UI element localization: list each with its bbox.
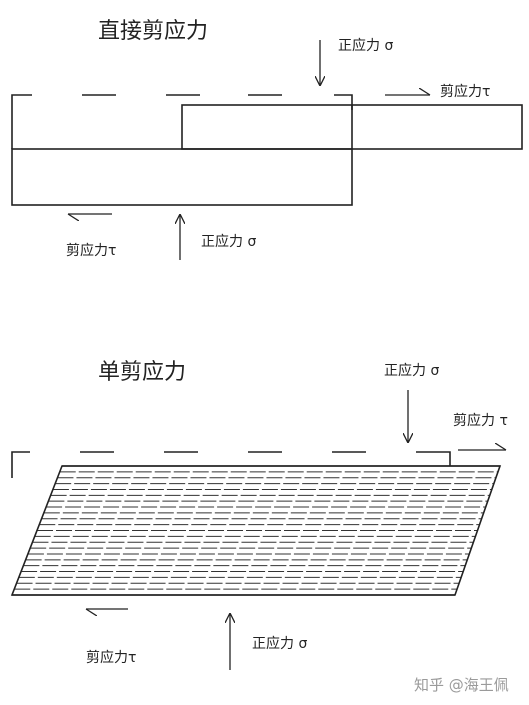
sheared-specimen xyxy=(10,465,502,596)
simple-shear-section: 单剪应力 正应力 σ 剪应力 τ 剪应力τ 正应力 σ xyxy=(10,360,508,670)
normal-stress-label-bottom: 正应力 σ xyxy=(201,233,256,250)
specimen-outline xyxy=(10,465,502,596)
simple-shear-title: 单剪应力 xyxy=(98,360,186,385)
direct-shear-section: 直接剪应力 正应力 σ 剪应力τ 剪应力τ 正应力 σ xyxy=(11,19,523,260)
shear-stress-label-right-2: 剪应力 τ xyxy=(453,412,508,429)
bottom-dashed-boundary xyxy=(11,451,451,478)
normal-stress-label-top: 正应力 σ xyxy=(338,37,393,54)
direct-shear-title: 直接剪应力 xyxy=(98,19,208,44)
normal-stress-label-bottom-2: 正应力 σ xyxy=(252,635,307,652)
shear-stress-label-left-2: 剪应力τ xyxy=(86,649,136,666)
shear-stress-label-right: 剪应力τ xyxy=(440,83,490,100)
normal-stress-label-top-2: 正应力 σ xyxy=(384,362,439,379)
lower-shear-box xyxy=(11,148,353,206)
shear-stress-label-left: 剪应力τ xyxy=(66,242,116,259)
top-dashed-boundary xyxy=(11,94,353,124)
watermark: 知乎 @海王佩 xyxy=(414,676,509,694)
